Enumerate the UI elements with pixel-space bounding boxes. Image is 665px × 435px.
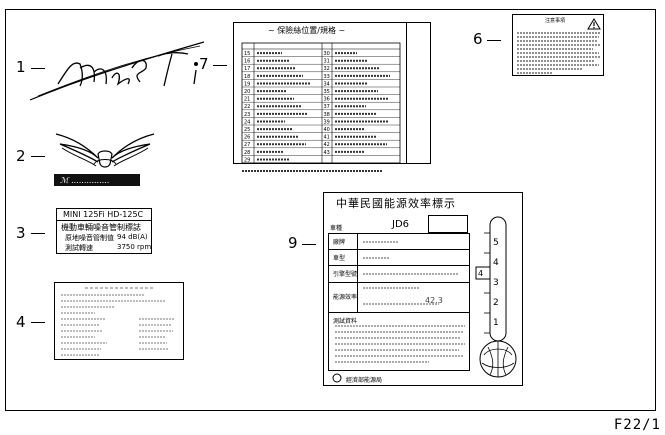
fuse-number-left: 21 <box>244 97 250 103</box>
callout-1: 1 <box>16 58 26 76</box>
warning-label: 注意事項 <box>512 14 604 76</box>
fuse-number-right: 33 <box>324 74 330 80</box>
divider <box>57 220 151 221</box>
energy-row-engine: 引擎型號 <box>333 271 358 278</box>
fuse-number-left: 19 <box>244 81 250 87</box>
svg-text:2: 2 <box>493 298 499 308</box>
energy-row-efficiency: 能源效率 <box>333 294 358 301</box>
fuse-number-left: 29 <box>244 157 250 163</box>
fuse-number-right: 42 <box>324 142 330 148</box>
model-name: MINI 125Fi HD-125C <box>63 210 144 219</box>
fuse-number-left: 20 <box>244 89 250 95</box>
thermometer-graphic: 5 4 3 2 1 <box>475 216 517 378</box>
leader-line-3 <box>31 233 45 234</box>
fuse-number-left: 22 <box>244 104 250 110</box>
fuse-table-border <box>241 42 401 164</box>
leader-line-2 <box>31 156 45 157</box>
noise-limit-label: 原地噪音管制值 <box>65 234 114 242</box>
fuse-number-left: 23 <box>244 112 250 118</box>
leader-line-1 <box>31 68 45 69</box>
fuse-chart-label: ~ 保險絲位置/規格 ~ 15 30 16 31 17 32 18 33 19 34 20 35 21 3… <box>233 22 431 172</box>
spec-text-lines <box>61 287 175 356</box>
fuse-number-right: 41 <box>324 135 330 141</box>
noise-title: 機動車輛噪音管制標誌 <box>61 223 141 232</box>
wing-emblem-decal: ℳ ............... <box>54 133 155 186</box>
energy-row-model: 車型 <box>333 255 346 262</box>
warning-title: 注意事項 <box>545 18 566 24</box>
test-rpm-value: 3750 rpm <box>117 243 152 251</box>
callout-3: 3 <box>16 224 26 242</box>
energy-row-test: 測試資料 <box>333 318 358 325</box>
energy-note-lines <box>335 241 465 363</box>
noise-limit-value: 94 dB(A) <box>117 233 148 241</box>
fuse-number-left: 18 <box>244 74 250 80</box>
fuse-number-left: 26 <box>244 135 250 141</box>
specification-label <box>54 282 184 360</box>
energy-model-value: JD6 <box>392 219 410 230</box>
fuse-number-right: 39 <box>324 119 330 125</box>
fuse-number-right: 38 <box>324 112 330 118</box>
energy-info-table: 廠牌 車型 引擎型號 能源效率 測試資料 42.3 <box>328 233 470 371</box>
fuse-number-right: 32 <box>324 66 330 72</box>
fuse-number-right: 35 <box>324 89 330 95</box>
fuse-chart-side-divider <box>406 23 407 163</box>
energy-footer-logo-icon <box>332 373 342 383</box>
fuse-number-left: 15 <box>244 51 250 57</box>
svg-text:1: 1 <box>493 318 499 328</box>
energy-label-title: 中華民國能源效率標示 <box>336 197 456 210</box>
energy-label-footer: 經濟部能源局 <box>346 377 383 384</box>
energy-grade-value: 42.3 <box>425 296 443 305</box>
leader-line-6 <box>487 40 501 41</box>
energy-efficiency-label: 中華民國能源效率標示 車種 JD6 廠牌 車型 引擎型號 能源效率 測試資料 4… <box>323 192 523 386</box>
energy-model-prefix: 車種 <box>330 225 343 232</box>
fuse-number-right: 37 <box>324 104 330 110</box>
callout-9: 9 <box>288 234 298 252</box>
energy-grade-unit: 4 <box>478 269 484 278</box>
fuse-chart-table: 15 30 16 31 17 32 18 33 19 34 20 35 21 36 22 37 23 38 24 39… <box>241 42 401 172</box>
fuse-number-right: 31 <box>324 59 330 65</box>
callout-7: 7 <box>199 55 209 73</box>
leader-line-7 <box>213 65 227 66</box>
callout-2: 2 <box>16 147 26 165</box>
svg-text:4: 4 <box>493 258 499 268</box>
fuse-number-right: 40 <box>324 127 330 133</box>
leader-line-9 <box>302 244 316 245</box>
warning-triangle-icon <box>587 18 601 30</box>
test-rpm-label: 測試轉速 <box>65 244 93 252</box>
fuse-number-right: 34 <box>324 81 330 87</box>
noise-control-decal: MINI 125Fi HD-125C 機動車輛噪音管制標誌 原地噪音管制值 94… <box>56 208 152 254</box>
fuse-number-left: 28 <box>244 150 250 156</box>
drawing-frame <box>5 9 656 411</box>
svg-text:3: 3 <box>493 278 499 288</box>
fuse-number-left: 17 <box>244 66 250 72</box>
leader-line-4 <box>31 322 45 323</box>
energy-row-brand: 廠牌 <box>333 239 346 246</box>
page-id: F22/1 <box>613 417 661 433</box>
fuse-number-right: 43 <box>324 150 330 156</box>
callout-6: 6 <box>473 30 483 48</box>
fuse-number-right: 30 <box>324 51 330 57</box>
fuse-number-left: 16 <box>244 59 250 65</box>
fuse-number-right: 36 <box>324 97 330 103</box>
fuse-number-left: 25 <box>244 127 250 133</box>
grade-badge <box>428 215 468 233</box>
minifi-logo-decal <box>29 41 205 101</box>
svg-text:ℳ ...............: ℳ ............... <box>60 176 109 185</box>
callout-4: 4 <box>16 313 26 331</box>
fuse-chart-title: ~ 保險絲位置/規格 ~ <box>268 26 346 35</box>
fuse-number-left: 24 <box>244 119 250 125</box>
warning-text-lines <box>517 32 601 74</box>
svg-text:5: 5 <box>493 238 499 248</box>
fuse-number-left: 27 <box>244 142 250 148</box>
